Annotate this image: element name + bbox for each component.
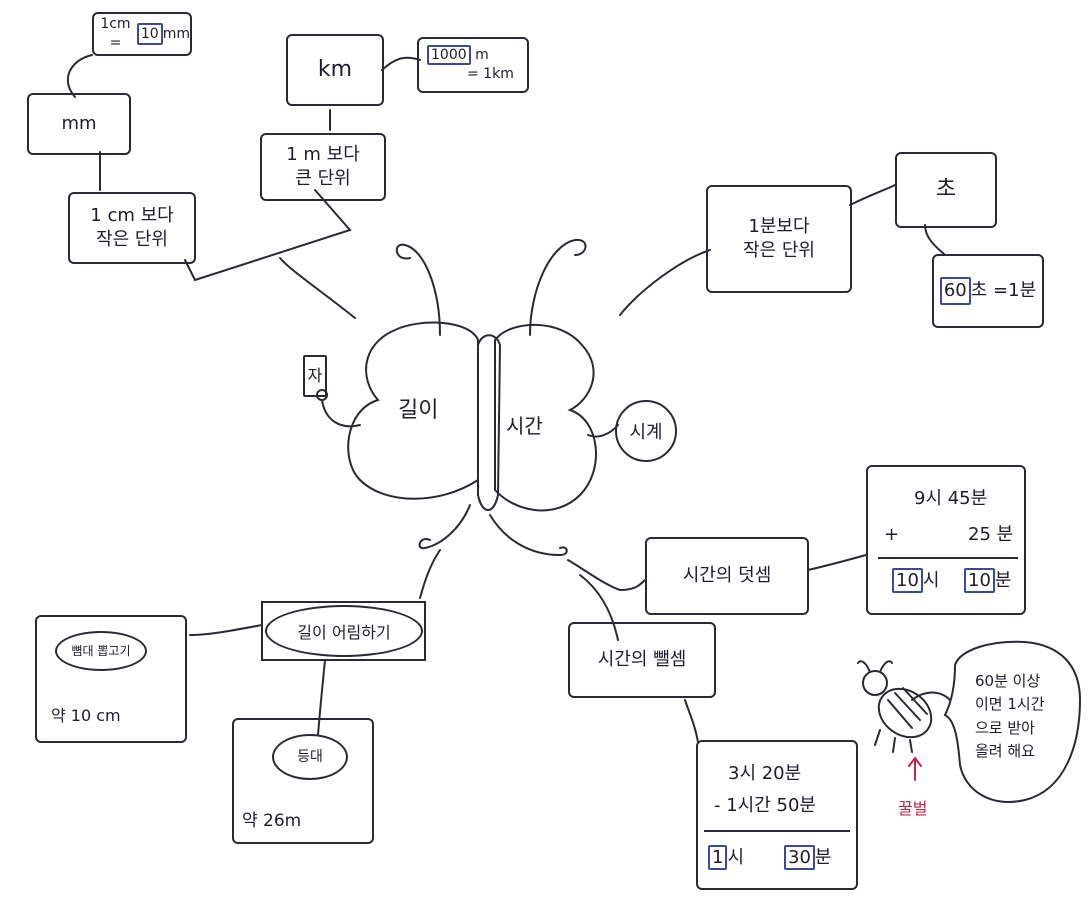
km-equals: = 1km	[467, 66, 514, 82]
butterfly-left-antenna	[395, 243, 441, 336]
estimate-left-oval-label: 뼘대 뽑고기	[71, 643, 131, 658]
speech-line3: 으로 받아	[975, 718, 1035, 737]
addition-divider	[878, 557, 1018, 559]
cm-mm-relation: 1cm =	[100, 16, 131, 51]
second-box: 초	[895, 152, 997, 228]
estimate-left-oval: 뼘대 뽑고기	[55, 631, 147, 671]
subtraction-row1: 3시 20분	[728, 763, 802, 784]
seconds-relation: 초 =1분	[970, 279, 1037, 301]
time-subtraction-box: 시간의 뺄셈	[568, 622, 716, 698]
addition-op: +	[884, 524, 900, 545]
estimate-bottom-oval: 등대	[272, 734, 348, 780]
estimate-bottom-value: 약 26m	[242, 811, 302, 831]
mm-unit: mm	[162, 25, 190, 42]
mm-box: mm	[27, 93, 131, 155]
estimate-left-value: 약 10 cm	[51, 706, 121, 725]
cm-smaller-line2: 작은 단위	[96, 229, 168, 250]
addition-row1: 9시 45분	[914, 488, 988, 509]
km-box: km	[286, 34, 384, 106]
m-larger-unit-box: 1 m 보다 큰 단위	[260, 133, 386, 201]
seconds-value-highlight: 60	[939, 276, 971, 306]
speech-line2: 이면 1시간	[975, 695, 1045, 714]
cm-smaller-unit-box: 1 cm 보다 작은 단위	[68, 192, 196, 264]
estimate-bottom-oval-label: 등대	[297, 748, 323, 765]
subtraction-row2: - 1시간 50분	[714, 795, 816, 816]
subtraction-minute-unit: 분	[814, 847, 832, 868]
speech-bubble	[943, 640, 1082, 803]
estimate-left-box: 뼘대 뽑고기 약 10 cm	[35, 615, 187, 743]
minute-smaller-unit-box: 1분보다 작은 단위	[706, 185, 852, 293]
addition-result-hour: 10	[892, 568, 923, 593]
m-unit: m	[475, 47, 489, 64]
speech-line4: 올려 해요	[975, 741, 1035, 760]
subtraction-divider	[704, 830, 850, 832]
speech-line1: 60분 이상	[975, 672, 1041, 690]
length-estimate-title: 길이 어림하기	[297, 623, 391, 642]
subtraction-hour-unit: 시	[727, 847, 745, 868]
ruler-label: 자	[307, 366, 323, 386]
ruler-box: 자	[303, 355, 327, 397]
m-value-highlight: 1000	[427, 45, 471, 66]
butterfly-left-wing	[347, 321, 479, 500]
time-addition-title: 시간의 덧셈	[682, 564, 772, 586]
estimate-bottom-box: 등대 약 26m	[232, 718, 374, 844]
center-length-label: 길이	[398, 398, 439, 423]
center-time-label: 시간	[506, 414, 543, 438]
addition-hour-unit: 시	[922, 570, 940, 591]
subtraction-result-hour: 1	[708, 845, 728, 870]
butterfly-body	[477, 334, 502, 511]
butterfly-right-wing	[494, 323, 597, 512]
m-larger-line1: 1 m 보다	[286, 143, 360, 165]
m-larger-line2: 큰 단위	[295, 168, 351, 189]
minute-smaller-line1: 1분보다	[748, 215, 810, 237]
addition-result-minute: 10	[964, 568, 995, 593]
bee-speech-text: 60분 이상 이면 1시간 으로 받아 올려 해요	[975, 670, 1075, 763]
butterfly-right-antenna	[529, 238, 587, 336]
addition-row2: 25 분	[968, 524, 1014, 545]
second-label: 초	[935, 177, 957, 203]
bee-name-label: 꿀벌	[898, 799, 928, 818]
time-subtraction-title: 시간의 뺄셈	[597, 648, 687, 670]
bee-drawing	[857, 660, 951, 781]
addition-minute-unit: 분	[994, 570, 1012, 591]
km-label: km	[317, 57, 353, 83]
mm-value-highlight: 10	[136, 22, 163, 46]
mm-label: mm	[61, 112, 97, 134]
minute-smaller-line2: 작은 단위	[743, 240, 815, 261]
m-km-relation-box: 1000 m = 1km	[417, 37, 529, 93]
length-estimate-oval: 길이 어림하기	[265, 605, 423, 657]
clock-circle: 시계	[615, 400, 677, 462]
cm-smaller-line1: 1 cm 보다	[90, 204, 174, 226]
time-addition-box: 시간의 덧셈	[645, 537, 809, 615]
subtraction-result-minute: 30	[784, 845, 815, 870]
clock-label: 시계	[629, 422, 663, 443]
